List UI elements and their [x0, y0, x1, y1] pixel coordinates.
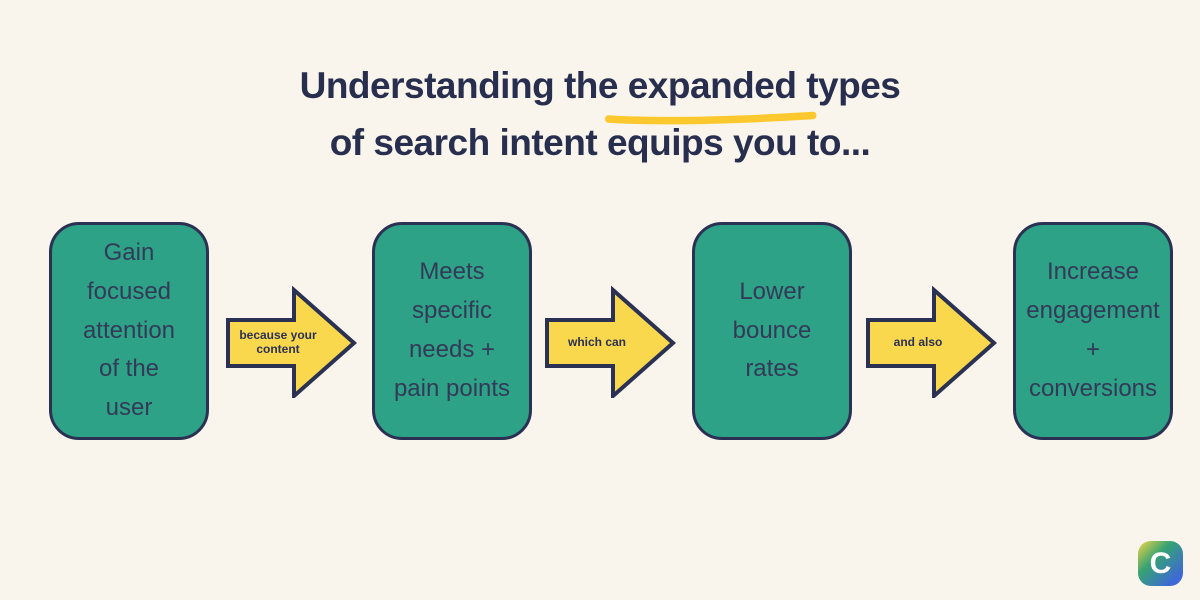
page-title: Understanding the expanded types of sear…	[0, 57, 1200, 171]
yellow-underline-swoosh	[605, 111, 817, 125]
title-line1-pre: Understanding the	[299, 65, 628, 106]
title-line2: of search intent equips you to...	[329, 122, 871, 163]
connector-label: and also	[893, 334, 943, 349]
flow-step-gain-attention: Gain focused attention of the user	[49, 222, 209, 440]
connector-arrow-1: because your content	[226, 286, 357, 398]
brand-logo-letter: C	[1149, 546, 1172, 580]
title-line1-post: types	[796, 65, 901, 106]
connector-label: which can	[567, 334, 626, 349]
connector-arrow-3: and also	[866, 286, 997, 398]
flow-step-meets-needs: Meets specific needs + pain points	[372, 222, 532, 440]
title-highlighted-word: expanded	[605, 57, 817, 125]
flow-step-increase-engagement: Increase engagement + conversions	[1013, 222, 1173, 440]
right-arrow-icon	[226, 286, 357, 398]
brand-logo: C	[1138, 541, 1183, 586]
connector-label: because your content	[239, 327, 317, 356]
right-arrow-icon	[545, 286, 676, 398]
connector-arrow-2: which can	[545, 286, 676, 398]
flow-step-lower-bounce: Lower bounce rates	[692, 222, 852, 440]
right-arrow-icon	[866, 286, 997, 398]
